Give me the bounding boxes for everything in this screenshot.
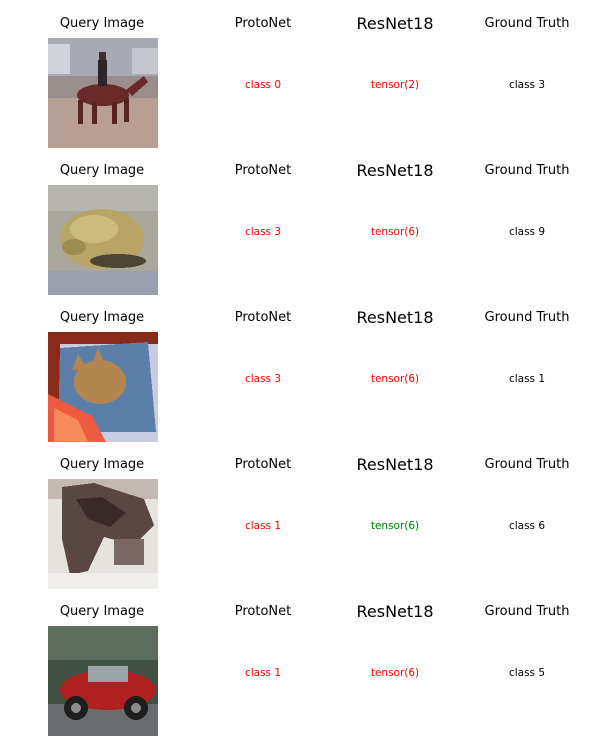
resnet18-prediction: tensor(2) [370,79,420,91]
protonet-prediction: class 0 [244,79,282,91]
column-title: ResNet18 [356,455,434,474]
column-title: Ground Truth [484,163,570,178]
resnet18-prediction: tensor(6) [370,667,420,679]
column-title: ResNet18 [356,602,434,621]
ground-truth-label: class 9 [508,226,546,238]
ground-truth-label: class 3 [508,79,546,91]
column-title: Ground Truth [484,16,570,31]
column-title: Ground Truth [484,604,570,619]
column-title: Query Image [59,457,145,472]
query-image [48,38,158,148]
result-row: Query Image ProtoNet class 0 ResNet18 tensor… [0,14,600,163]
column-title: Ground Truth [484,457,570,472]
query-image [48,332,158,442]
query-image [48,626,158,736]
column-title: ProtoNet [234,310,292,325]
protonet-prediction: class 1 [244,520,282,532]
column-title: ProtoNet [234,16,292,31]
column-title: Ground Truth [484,310,570,325]
result-row: Query Image ProtoNet class 3 ResNet18 tensor… [0,161,600,310]
ground-truth-label: class 5 [508,667,546,679]
resnet18-prediction: tensor(6) [370,373,420,385]
column-title: ResNet18 [356,14,434,33]
column-title: Query Image [59,310,145,325]
result-row: Query Image ProtoNet class 1 ResNet18 tensor… [0,455,600,604]
column-title: ResNet18 [356,308,434,327]
protonet-prediction: class 3 [244,373,282,385]
result-row: Query Image ProtoNet class 3 ResNet18 tensor… [0,308,600,457]
result-row: Query Image ProtoNet class 1 ResNet18 tensor… [0,602,600,751]
column-title: ProtoNet [234,457,292,472]
column-title: ResNet18 [356,161,434,180]
column-title: Query Image [59,163,145,178]
column-title: ProtoNet [234,604,292,619]
resnet18-prediction: tensor(6) [370,226,420,238]
protonet-prediction: class 3 [244,226,282,238]
resnet18-prediction: tensor(6) [370,520,420,532]
ground-truth-label: class 6 [508,520,546,532]
column-title: Query Image [59,604,145,619]
query-image [48,185,158,295]
column-title: ProtoNet [234,163,292,178]
column-title: Query Image [59,16,145,31]
protonet-prediction: class 1 [244,667,282,679]
ground-truth-label: class 1 [508,373,546,385]
query-image [48,479,158,589]
